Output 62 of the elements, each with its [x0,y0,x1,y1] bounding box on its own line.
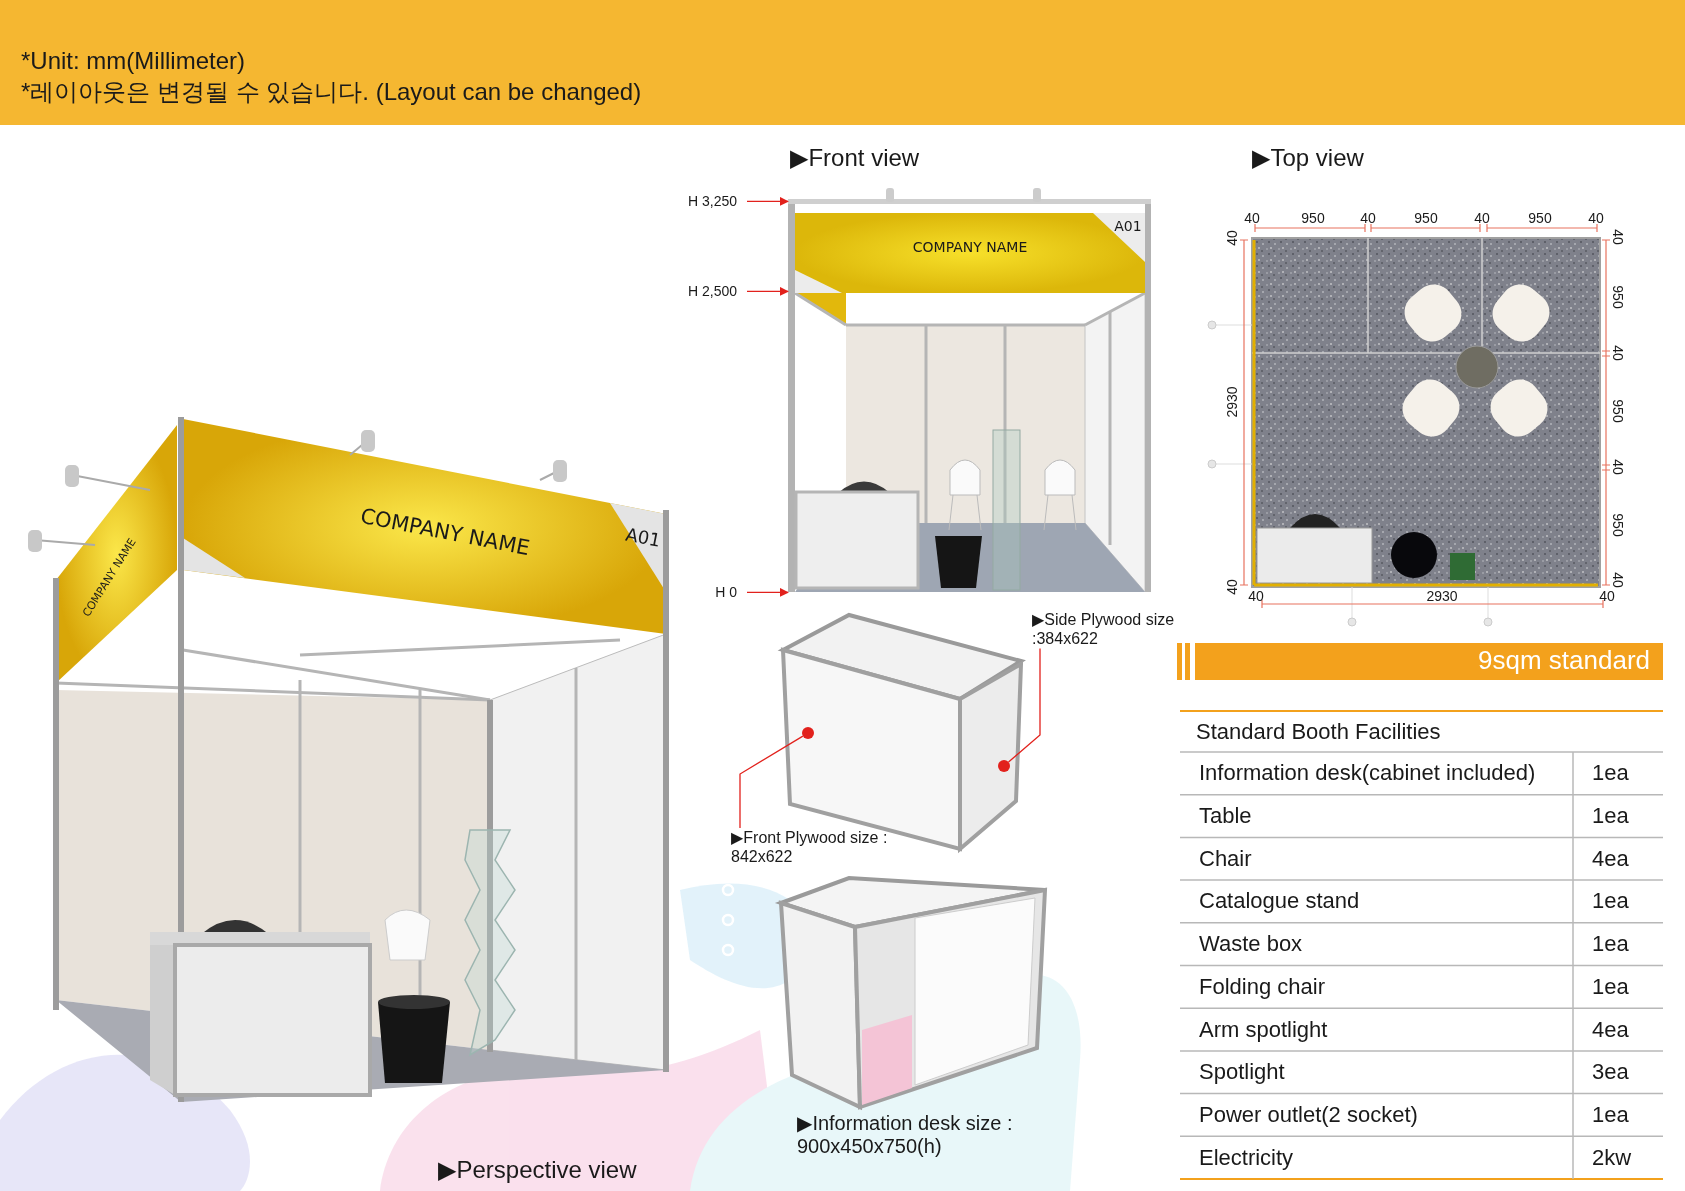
dimension-label: 40 [1360,209,1376,227]
dimension-label: 40 [1248,587,1264,605]
quantity: 1ea [1592,888,1629,915]
callout-text: H 3,250 [640,193,737,210]
facility-name: Power outlet(2 socket) [1199,1102,1418,1128]
banner-text: COMPANY NAME [912,238,1028,256]
callout-text: ▶Side Plywood size :384x622 [1032,610,1192,649]
quantity: 4ea [1592,1016,1629,1043]
dimension-label: 40 [1588,209,1604,227]
dimension-label: 2930 [1426,587,1458,605]
quantity: 1ea [1592,931,1629,957]
arrow [746,286,789,296]
callout-text: H 0 [640,584,737,601]
callout-text: ▶Front Plywood size : 842x622 [731,828,911,867]
quantity: 2kw [1592,1144,1632,1171]
dimension-label: 40 [1609,345,1627,361]
facility-name: Table [1199,803,1252,829]
banner-text: COMPANY NAME [358,503,532,561]
view-title: ▶Perspective view [438,1156,637,1184]
booth-number: A01 [1114,217,1142,235]
facility-name: Catalogue stand [1199,888,1360,915]
dimension-label: 950 [1609,285,1627,309]
booth-number: A01 [623,524,663,552]
facility-name: Information desk(cabinet included) [1199,760,1536,786]
quantity: 1ea [1592,1102,1629,1128]
dimension-label: 40 [1244,209,1260,227]
table-heading: Standard Booth Facilities [1196,719,1441,745]
dimension-label: 40 [1474,209,1490,227]
dimension-label: 2930 [1223,386,1241,418]
facility-name: Spotlight [1199,1059,1285,1085]
view-title: ▶Front view [790,144,920,172]
facility-name: Arm spotlight [1199,1016,1328,1043]
dimension-label: 40 [1609,572,1627,588]
quantity: 3ea [1592,1059,1629,1085]
dimension-label: 950 [1609,513,1627,537]
arrow [746,196,789,206]
quantity: 1ea [1592,760,1629,786]
dimension-label: 40 [1223,579,1241,595]
quantity: 1ea [1592,803,1629,829]
note-text: *레이아웃은 변경될 수 있습니다. (Layout can be changed) [21,78,642,106]
callout-text: H 2,500 [640,283,737,300]
quantity: 4ea [1592,846,1629,872]
leader-line [739,735,804,829]
dimension-label: 950 [1414,209,1438,227]
dimension-label: 950 [1301,209,1325,227]
facility-name: Waste box [1199,931,1303,957]
dimension-label: 40 [1609,229,1627,245]
note-text: *Unit: mm(Millimeter) [21,47,245,75]
arrow [746,587,789,597]
facility-name: Electricity [1199,1144,1294,1171]
quantity: 1ea [1592,974,1629,1000]
dimension-label: 950 [1609,399,1627,423]
facility-name: Chair [1199,846,1252,872]
dimension-label: 950 [1528,209,1552,227]
size-note: ▶Information desk size : 900x450x750(h) [797,1112,1014,1158]
facility-name: Folding chair [1199,974,1325,1000]
dimension-label: 40 [1609,459,1627,475]
view-title: ▶Top view [1252,144,1364,172]
dimension-label: 40 [1223,230,1241,246]
dimension-label: 40 [1599,587,1615,605]
leader-line [1007,647,1041,763]
band-title: 9sqm standard [1478,646,1650,676]
